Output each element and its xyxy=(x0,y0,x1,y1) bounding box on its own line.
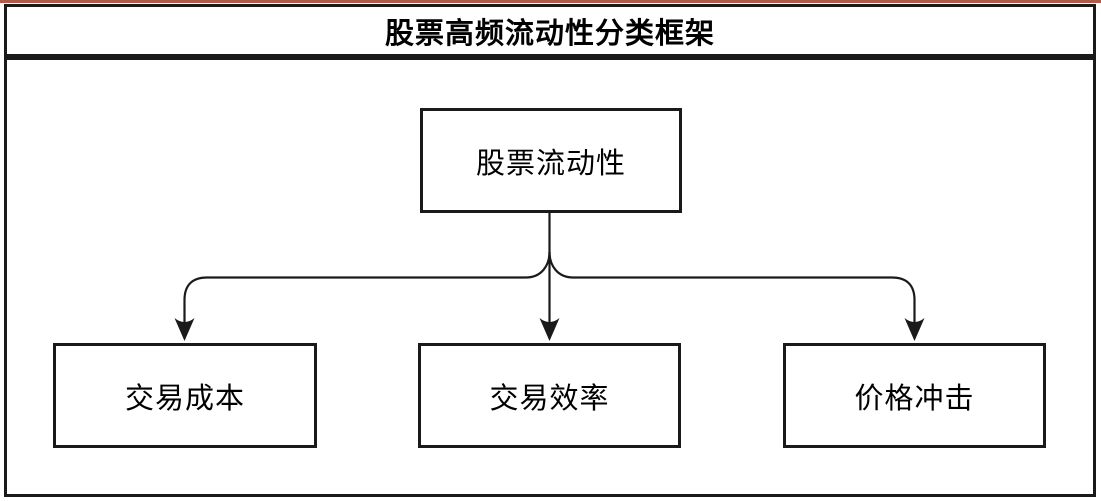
node-price-impact: 价格冲击 xyxy=(783,343,1046,448)
node-trading-cost: 交易成本 xyxy=(53,343,317,448)
node-label: 交易成本 xyxy=(124,382,245,415)
node-label: 价格冲击 xyxy=(854,382,975,415)
node-trading-efficiency: 交易效率 xyxy=(418,343,681,448)
node-label: 股票流动性 xyxy=(475,147,626,180)
top-accent-line xyxy=(0,0,1101,3)
node-stock-liquidity: 股票流动性 xyxy=(420,108,682,213)
title-bar: 股票高频流动性分类框架 xyxy=(4,4,1096,57)
node-label: 交易效率 xyxy=(489,382,610,415)
page-title: 股票高频流动性分类框架 xyxy=(384,17,715,50)
